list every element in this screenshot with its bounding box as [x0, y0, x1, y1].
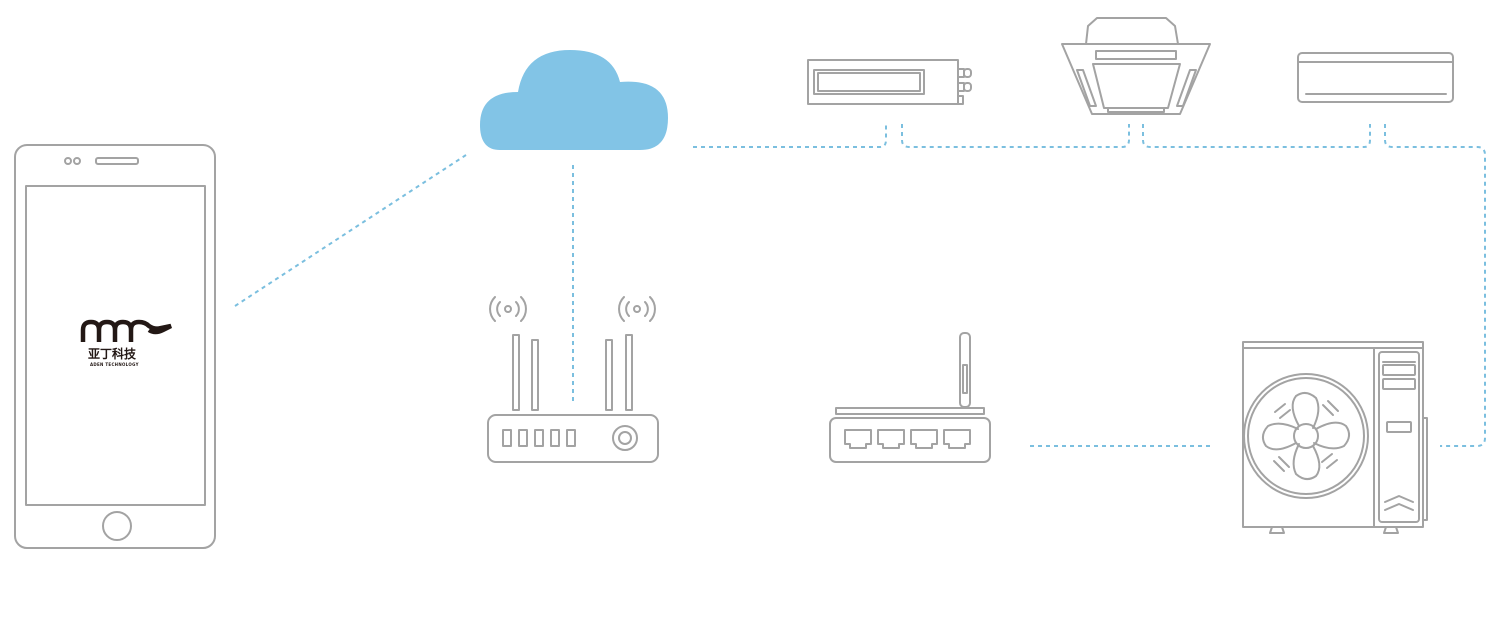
logo-name-cn: 亚丁科技 — [88, 346, 137, 361]
gateway-icon — [829, 332, 991, 463]
ducted-ac-icon — [807, 59, 972, 105]
cassette-ac-icon — [1061, 17, 1211, 115]
link-indoor-bus — [693, 124, 1486, 447]
connection-lines — [234, 124, 1486, 447]
smartphone-icon: 亚丁科技 ADEN TECHNOLOGY — [14, 144, 216, 549]
logo-name-en: ADEN TECHNOLOGY — [90, 362, 139, 367]
wifi-signal-icon — [618, 296, 656, 322]
fan-blades — [1262, 392, 1350, 480]
link-phone-cloud — [234, 154, 467, 307]
cloud-icon — [480, 50, 668, 150]
aden-logo: 亚丁科技 ADEN TECHNOLOGY — [80, 319, 173, 367]
outdoor-ac-icon — [1242, 341, 1428, 534]
wifi-signal-icon — [489, 296, 527, 322]
wall-ac-icon — [1297, 52, 1454, 103]
wifi-router-icon — [487, 296, 659, 463]
ethernet-ports — [844, 429, 971, 449]
